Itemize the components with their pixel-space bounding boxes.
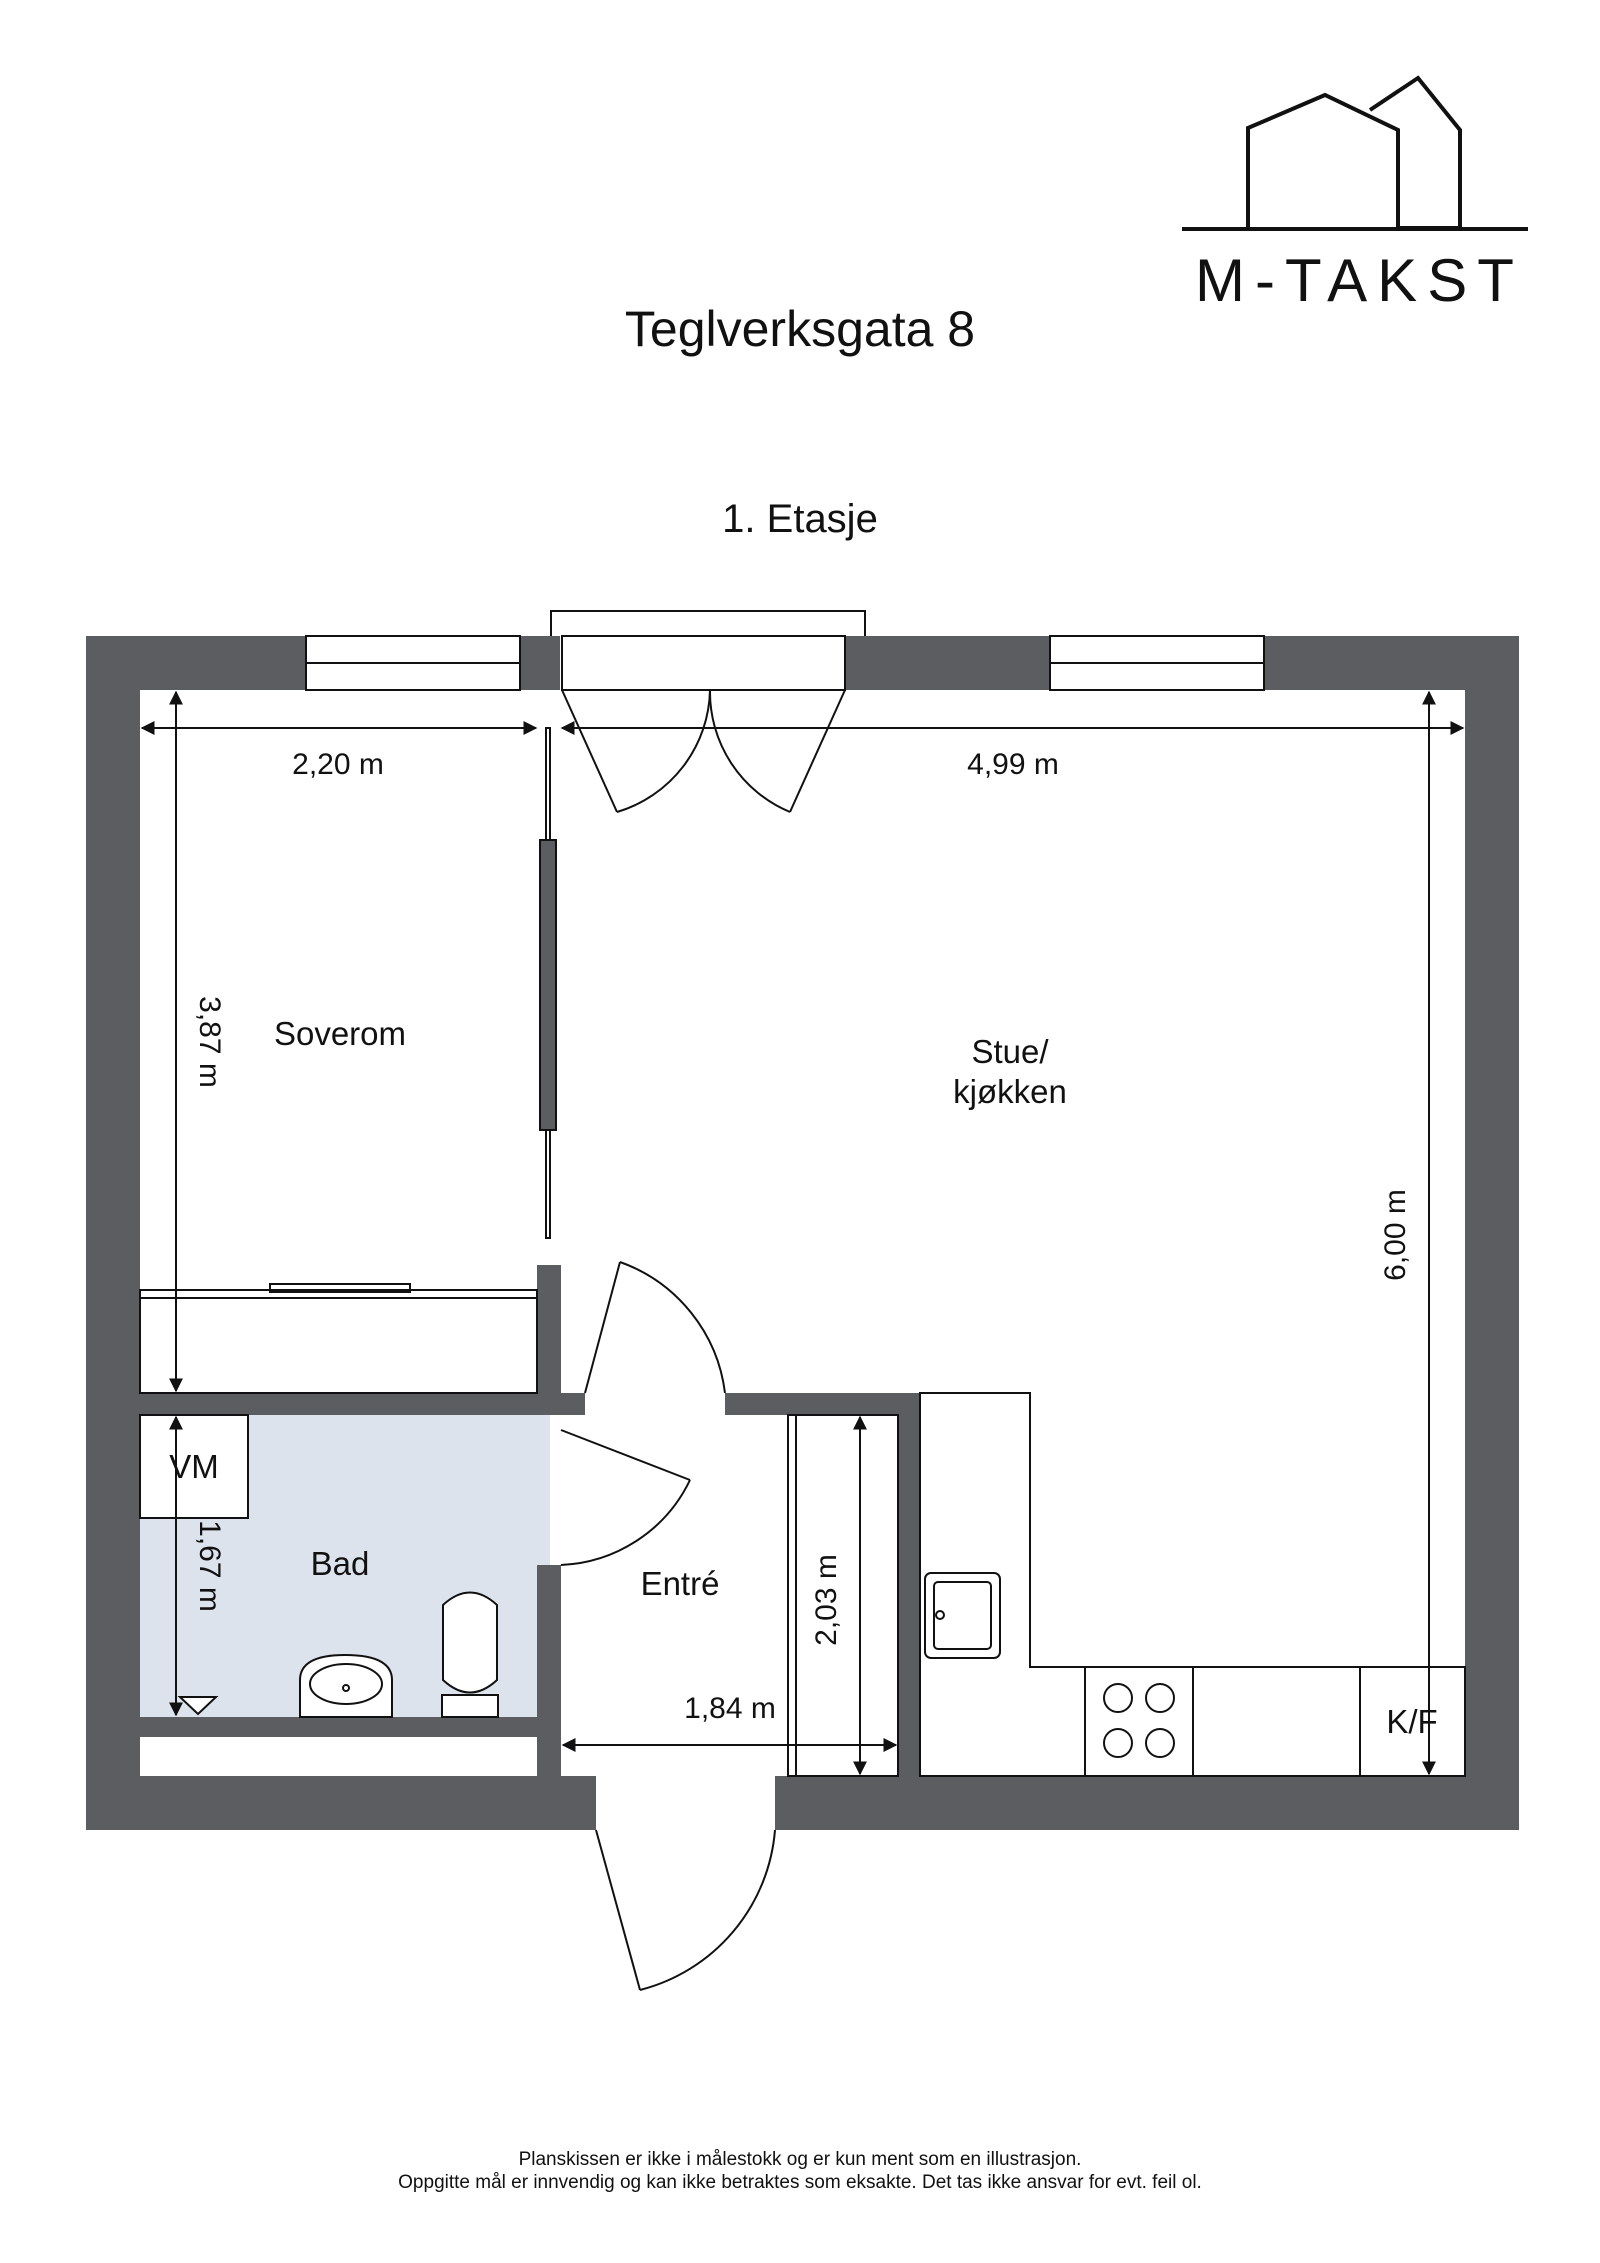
wall-entry-top [725,1393,920,1415]
windows [305,635,1265,691]
dim-label-entrance-depth: 2,03 m [810,1554,843,1646]
dim-label-bedroom-depth: 3,87 m [193,996,226,1088]
wall-bedroom-bath [140,1393,568,1415]
room-label-bedroom: Soverom [274,1015,406,1052]
washbasin-icon [299,1653,393,1718]
toilet-icon [441,1591,499,1718]
wall-left [86,636,140,1830]
wall-bottom-right [775,1776,1519,1830]
dim-label-living-depth: 6,00 m [1379,1189,1412,1281]
address-title: Teglverksgata 8 [624,301,976,357]
dim-label-entrance-width: 1,84 m [684,1692,776,1725]
bedroom-sliding-wall [539,727,557,1239]
interior-doors [560,1261,776,1991]
wall-bath-entry [537,1565,561,1776]
wall-top-pier [526,636,560,690]
floor-drain-icon [177,1696,219,1716]
wall-bedroom-stub [537,1265,561,1415]
wall-bottom-left [86,1776,596,1830]
dim-label-living-width: 4,99 m [967,748,1059,781]
room-label-living-1: Stue/ [971,1033,1049,1070]
disclaimer: Planskissen er ikke i målestokk og er ku… [0,2148,1600,2194]
wall-right [1465,636,1519,1830]
disclaimer-line-2: Oppgitte mål er innvendig og kan ikke be… [398,2172,1202,2193]
wall-entry-right [898,1393,920,1776]
entrance-closet [787,1414,899,1777]
dim-label-bedroom-width: 2,20 m [292,748,384,781]
wall-entry-stub [565,1393,585,1415]
bedroom-closet [139,1283,538,1394]
balcony-door [550,610,866,813]
dimension-lines [140,690,1465,1776]
wall-bath-bottom [140,1717,537,1737]
room-label-bath: Bad [311,1545,370,1582]
label-fridge-freezer: K/F [1386,1703,1437,1740]
dim-label-bath-depth: 1,67 m [193,1520,226,1612]
disclaimer-line-1: Planskissen er ikke i målestokk og er ku… [518,2149,1082,2170]
brand-name: M-TAKST [1195,247,1524,314]
kitchen-counter [919,1392,1466,1777]
bath-fixtures [139,1414,499,1718]
room-label-entrance: Entré [641,1565,720,1602]
label-washing-machine: VM [169,1448,219,1485]
floor-title: 1. Etasje [722,497,878,541]
washing-machine [139,1414,249,1519]
room-label-living-2: kjøkken [953,1073,1067,1110]
cooktop-icon [1103,1683,1175,1758]
